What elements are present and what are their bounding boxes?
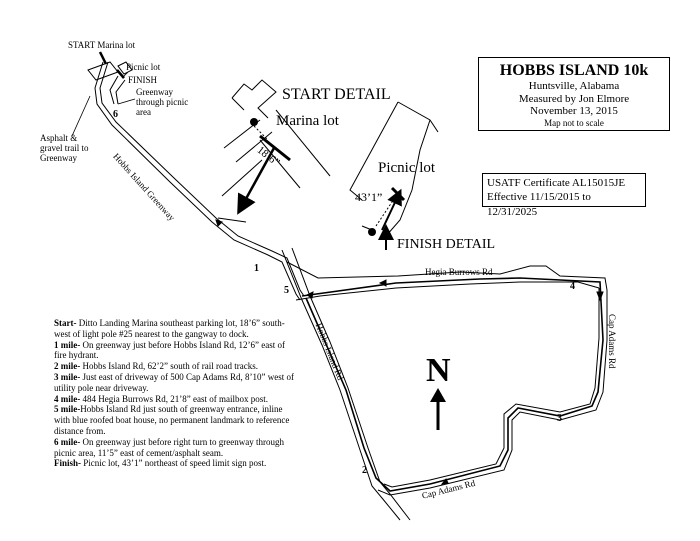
title-box: HOBBS ISLAND 10k Huntsville, Alabama Mea…: [478, 57, 670, 131]
start-detail-sketch: [217, 79, 331, 223]
note-start: Start- Ditto Landing Marina southeast pa…: [54, 318, 285, 339]
light-pole-marker: [250, 118, 258, 126]
hegia-burrows-rd-label: Hegia Burrows Rd: [425, 267, 493, 277]
north-arrow: [430, 388, 446, 430]
note-mile-3: 3 mile- Just east of driveway of 500 Cap…: [54, 371, 294, 393]
mile-marker-1: 1: [254, 263, 259, 274]
note-mile-1: 1 mile- On greenway just before Hobbs Is…: [54, 339, 285, 361]
note-mile-4: 4 mile- 484 Hegia Burrows Rd, 21’8” east…: [54, 393, 268, 404]
certificate-number: USATF Certificate AL15015JE: [487, 177, 626, 189]
note-mile-6: 6 mile- On greenway just before right tu…: [54, 436, 284, 458]
course-notes: Start- Ditto Landing Marina southeast pa…: [54, 318, 294, 469]
mile-marker-2: 2: [362, 465, 367, 476]
finish-detail-lot: Picnic lot: [378, 160, 436, 176]
greenway-picnic-label: Greenway through picnic area: [136, 87, 189, 117]
note-finish: Finish- Picnic lot, 43’1” northeast of s…: [54, 458, 267, 469]
mile-marker-4: 4: [570, 281, 575, 292]
route-arrows: [215, 219, 604, 485]
asphalt-trail-label: Asphalt & gravel trail to Greenway: [40, 133, 89, 163]
north-label: N: [426, 352, 451, 389]
measured-by-label: Measured by Jon Elmore: [518, 92, 630, 105]
scale-note: Map not to scale: [544, 117, 604, 128]
date-label: November 13, 2015: [530, 105, 618, 118]
finish-detail-distance: 43’1”: [355, 190, 383, 204]
finish-detail-sketch: [349, 101, 439, 250]
map-title: HOBBS ISLAND 10k: [499, 62, 649, 79]
cap-adams-rd-east-label: Cap Adams Rd: [607, 314, 617, 369]
finish-detail-heading: FINISH DETAIL: [397, 237, 496, 252]
mile-marker-3: 3: [557, 413, 562, 424]
start-detail-heading: START DETAIL: [282, 86, 391, 103]
roads: [281, 247, 608, 521]
finish-label: FINISH: [128, 75, 158, 85]
city-label: Huntsville, Alabama: [528, 80, 620, 92]
route-highlight: [301, 277, 604, 492]
start-detail-lot: Marina lot: [276, 113, 339, 129]
leader-lines: [71, 71, 136, 137]
speed-sign-marker: [368, 228, 376, 236]
note-mile-5: 5 mile-Hobbs Island Rd just south of gre…: [54, 404, 290, 436]
mile-marker-5: 5: [284, 285, 289, 296]
note-mile-2: 2 mile- Hobbs Island Rd, 62’2” south of …: [54, 361, 258, 372]
certificate-effective: Effective 11/15/2015 to 12/31/2025: [487, 191, 591, 218]
start-label: START Marina lot: [68, 40, 136, 50]
mile-marker-6: 6: [113, 109, 118, 120]
course-route: [94, 61, 305, 301]
picnic-lot-label: Picnic lot: [126, 62, 161, 72]
certificate-box: USATF Certificate AL15015JE Effective 11…: [482, 173, 646, 218]
